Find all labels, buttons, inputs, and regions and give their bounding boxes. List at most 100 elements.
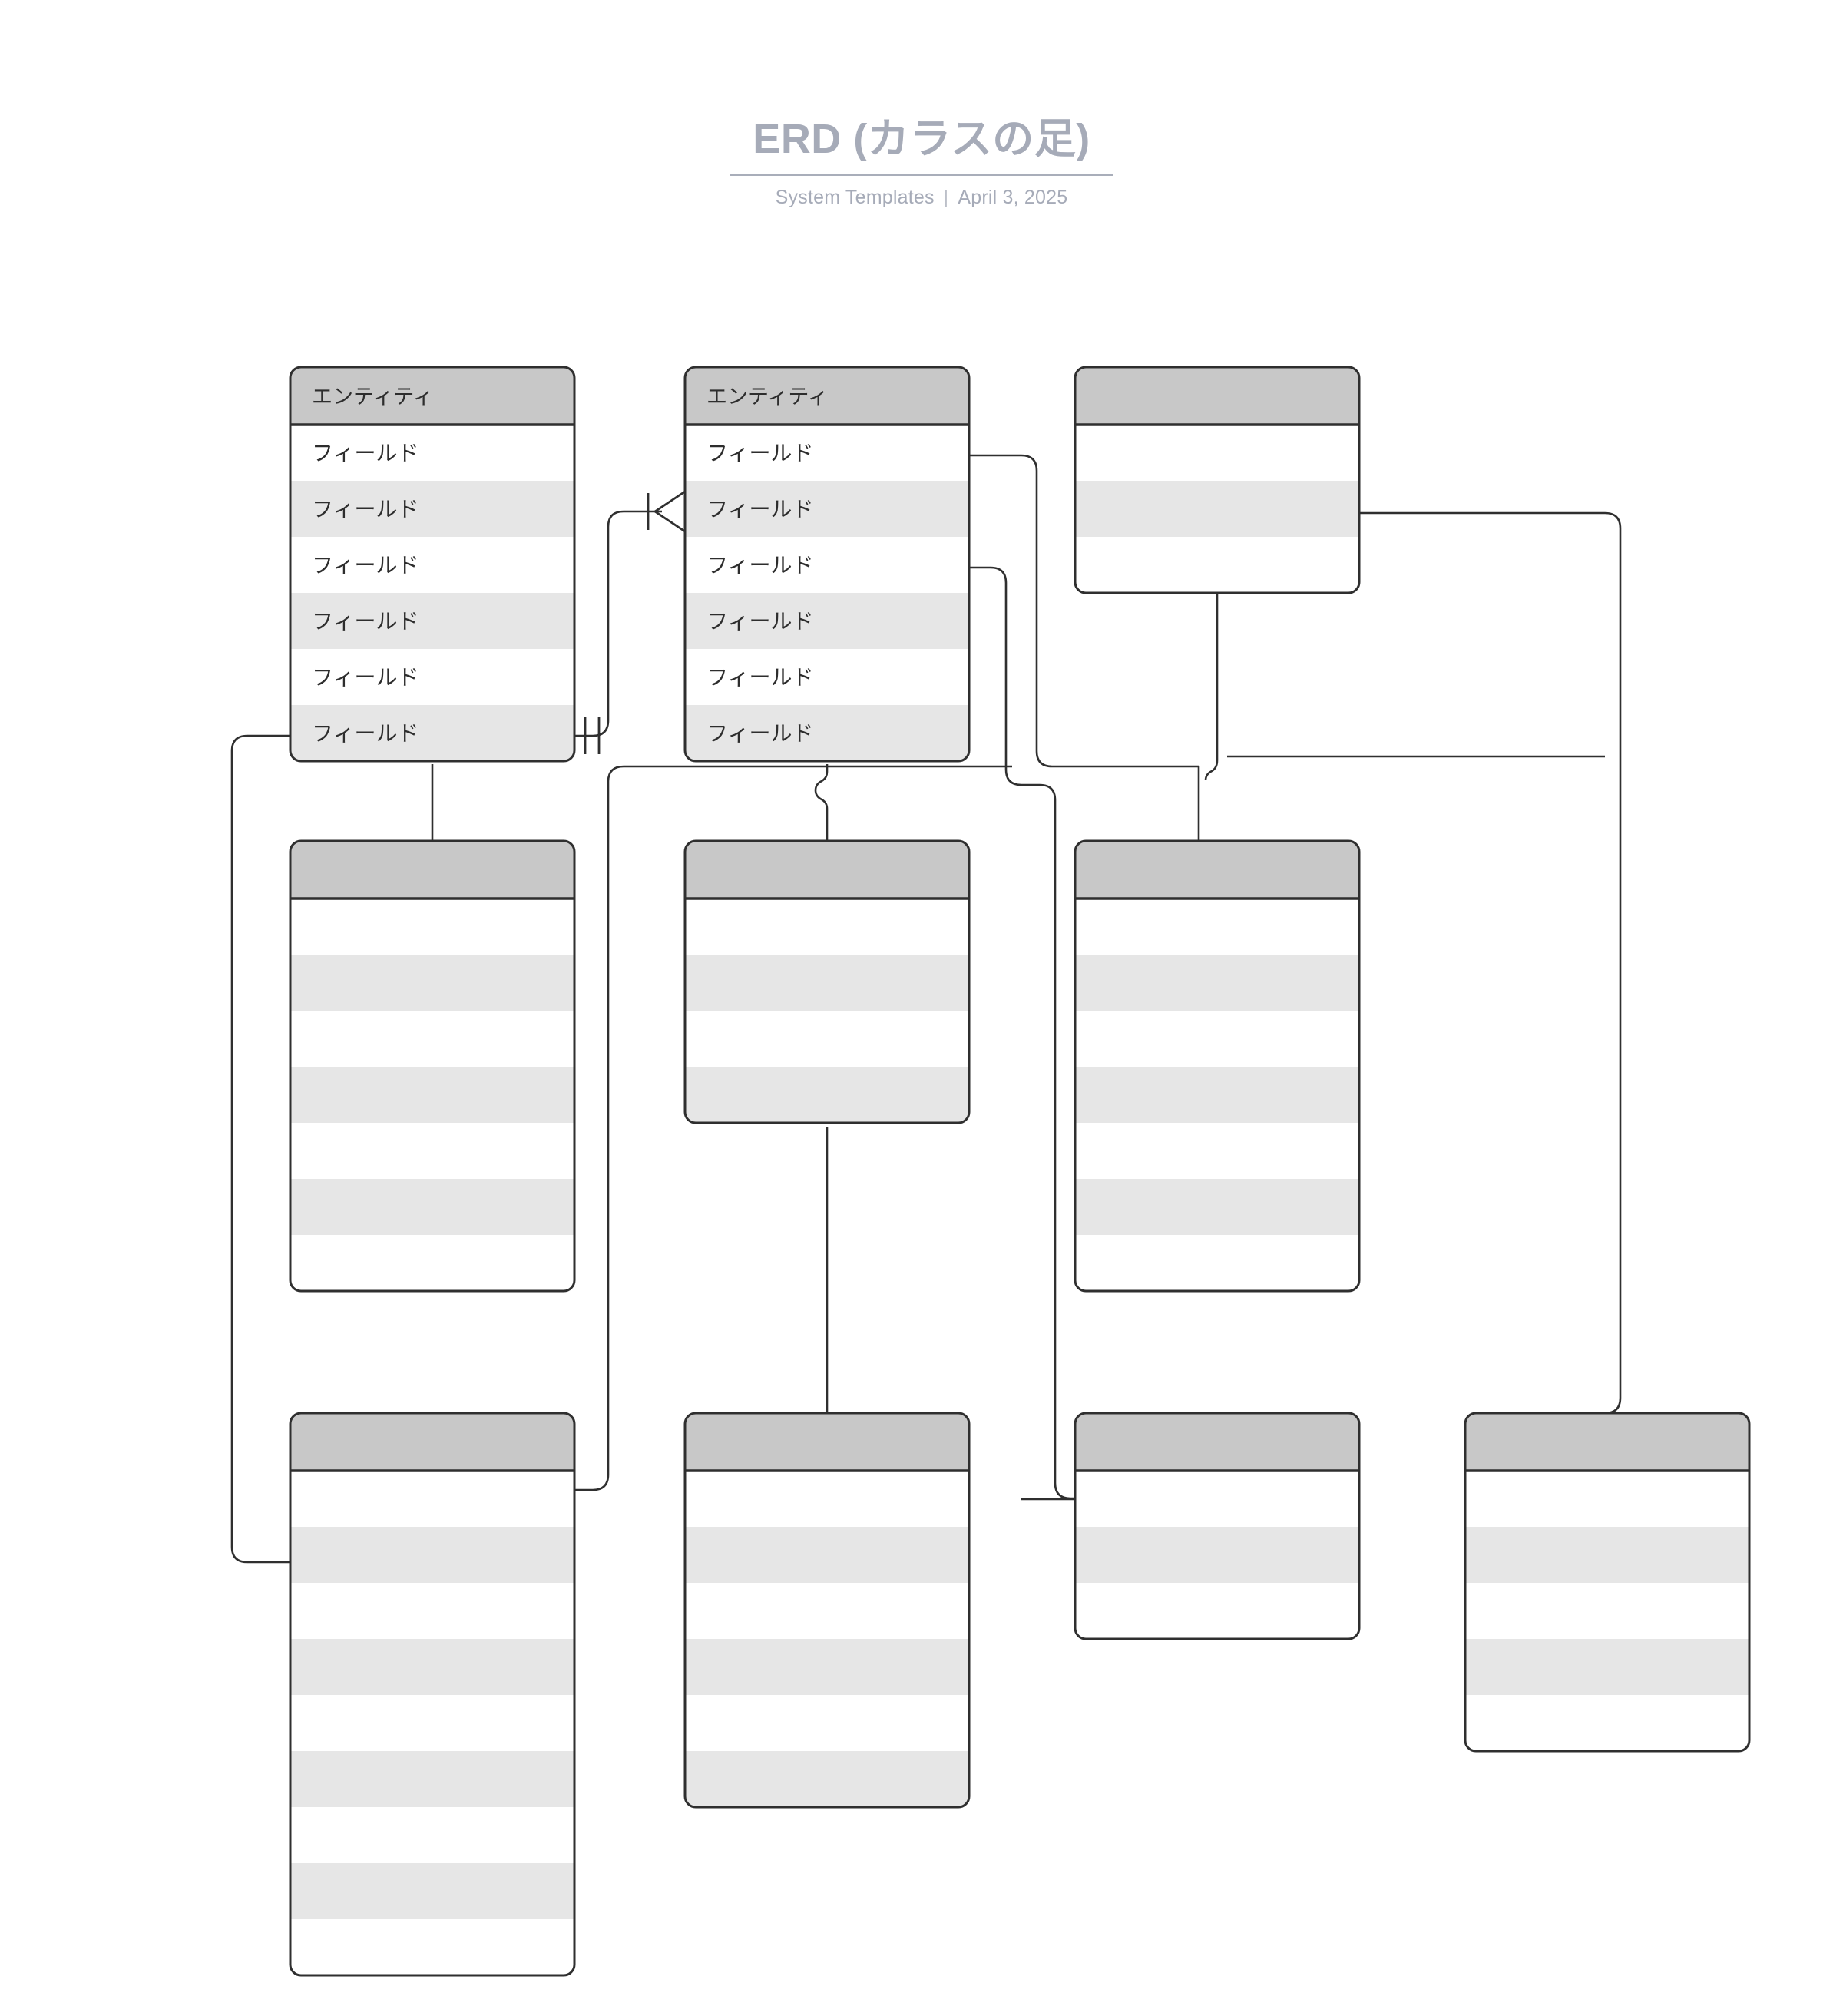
entity-field-row[interactable] <box>685 649 969 705</box>
relationship-entity3-entity6[interactable] <box>1204 561 1219 781</box>
entity-field-row[interactable] <box>685 1067 969 1123</box>
entity-table[interactable] <box>1074 366 1361 594</box>
entity-border <box>683 839 971 1124</box>
relationship-bus-lower-left[interactable] <box>574 765 1012 1491</box>
entity-field-row[interactable] <box>290 593 574 649</box>
entity-field-row[interactable] <box>685 593 969 649</box>
entity-field-row[interactable] <box>1075 481 1359 537</box>
entity-field-label: フィールド <box>312 609 419 634</box>
entity-field-row[interactable] <box>1465 1527 1749 1583</box>
entity-field-row[interactable] <box>685 1583 969 1639</box>
entity-field-row[interactable] <box>685 1527 969 1583</box>
entity-field-row[interactable] <box>1075 1179 1359 1235</box>
entity-table[interactable] <box>289 1412 576 1977</box>
entity-field-row[interactable] <box>290 1695 574 1751</box>
entity-field-row[interactable] <box>290 1863 574 1919</box>
subtitle-date: April 3, 2025 <box>958 187 1068 209</box>
entity-field-row[interactable] <box>290 649 574 705</box>
entity-field-label: フィールド <box>706 497 813 522</box>
entity-border <box>683 1412 971 1809</box>
entity-border <box>1074 1412 1361 1640</box>
entity-field-row[interactable] <box>290 1751 574 1807</box>
entity-header-band <box>290 841 574 899</box>
entity-field-row[interactable] <box>1075 537 1359 593</box>
entity-field-row[interactable] <box>685 1695 969 1751</box>
relationship-entity2-entity5[interactable] <box>814 764 829 841</box>
entity-field-row[interactable] <box>1075 955 1359 1011</box>
entity-field-row[interactable] <box>290 1583 574 1639</box>
entity-field-row[interactable] <box>290 1919 574 1975</box>
entity-field-row[interactable] <box>685 955 969 1011</box>
entity-field-row[interactable] <box>1075 899 1359 955</box>
entity-field-row[interactable] <box>290 481 574 537</box>
entity-field-row[interactable] <box>290 899 574 955</box>
relationship-entity2-entity9[interactable] <box>969 566 1075 1500</box>
entity-field-label: フィールド <box>312 497 419 522</box>
page-title: ERD (カラスの足) <box>753 116 1090 162</box>
entity-field-row[interactable] <box>290 1235 574 1291</box>
entity-field-row[interactable] <box>1075 1471 1359 1527</box>
entity-field-row[interactable] <box>290 1527 574 1583</box>
entity-layer: エンティティフィールドフィールドフィールドフィールドフィールドフィールドエンティ… <box>289 366 1751 1977</box>
relationship-entity1-entity2[interactable] <box>574 510 662 737</box>
entity-field-row[interactable] <box>1075 1235 1359 1291</box>
document-header: ERD (カラスの足) System Templates|April 3, 20… <box>0 115 1843 209</box>
entity-field-row[interactable] <box>1075 425 1359 481</box>
entity-field-row[interactable] <box>685 1011 969 1067</box>
entity-field-row[interactable] <box>290 1807 574 1863</box>
entity-field-row[interactable] <box>290 955 574 1011</box>
entity-field-row[interactable] <box>290 1011 574 1067</box>
entity-field-row[interactable] <box>685 705 969 761</box>
entity-field-row[interactable] <box>685 1471 969 1527</box>
entity-field-row[interactable] <box>1465 1471 1749 1527</box>
entity-field-row[interactable] <box>1465 1695 1749 1751</box>
entity-field-row[interactable] <box>290 1067 574 1123</box>
entity-field-row[interactable] <box>290 705 574 761</box>
entity-table[interactable] <box>683 1412 971 1809</box>
entity-field-row[interactable] <box>685 425 969 481</box>
entity-table[interactable] <box>1464 1412 1751 1753</box>
entity-field-label: フィールド <box>706 441 813 466</box>
entity-field-row[interactable] <box>1465 1583 1749 1639</box>
entity-field-row[interactable] <box>685 1639 969 1695</box>
entity-field-row[interactable] <box>685 899 969 955</box>
entity-field-row[interactable] <box>290 425 574 481</box>
entity-border <box>1074 839 1361 1293</box>
entity-header-band <box>1075 841 1359 899</box>
entity-field-row[interactable] <box>1075 1583 1359 1639</box>
entity-field-row[interactable] <box>1075 1123 1359 1179</box>
entity-header-band <box>290 367 574 425</box>
entity-border <box>289 1412 576 1977</box>
entity-table[interactable] <box>683 839 971 1124</box>
entity-field-row[interactable] <box>685 1751 969 1807</box>
entity-border <box>289 839 576 1293</box>
entity-field-row[interactable] <box>685 481 969 537</box>
entity-field-row[interactable] <box>685 537 969 593</box>
relationship-entity2-entity6[interactable] <box>969 454 1200 841</box>
entity-header-band <box>685 1413 969 1471</box>
relationship-entity3-entity10[interactable] <box>1359 511 1622 1415</box>
entity-border <box>1074 366 1361 594</box>
entity-field-label: フィールド <box>312 665 419 690</box>
entity-field-row[interactable] <box>1075 1527 1359 1583</box>
entity-header-band <box>290 1413 574 1471</box>
entity-table[interactable] <box>1074 839 1361 1293</box>
entity-field-row[interactable] <box>290 1123 574 1179</box>
entity-field-row[interactable] <box>290 1471 574 1527</box>
entity-field-label: フィールド <box>312 553 419 578</box>
entity-field-row[interactable] <box>1075 1067 1359 1123</box>
relationship-entity1-entity7[interactable] <box>230 734 290 1564</box>
entity-field-row[interactable] <box>290 537 574 593</box>
entity-border <box>1464 1412 1751 1753</box>
entity-field-row[interactable] <box>290 1639 574 1695</box>
entity-field-row[interactable] <box>290 1179 574 1235</box>
entity-field-row[interactable] <box>1075 1011 1359 1067</box>
entity-table[interactable] <box>1074 1412 1361 1640</box>
entity-field-label: フィールド <box>706 665 813 690</box>
entity-table[interactable] <box>289 839 576 1293</box>
entity-field-row[interactable] <box>1465 1639 1749 1695</box>
